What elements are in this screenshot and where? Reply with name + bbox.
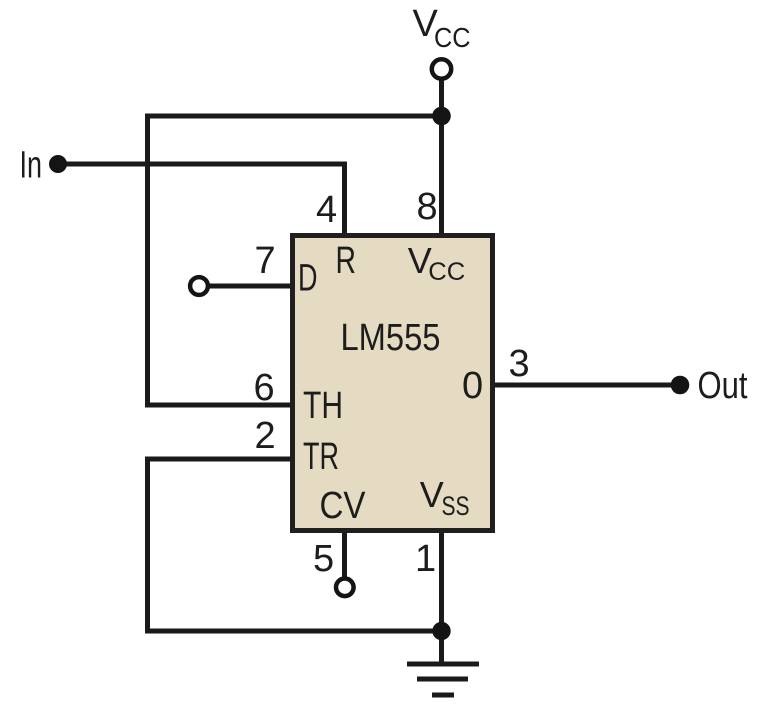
svg-text:V: V — [408, 240, 432, 281]
svg-text:TR: TR — [303, 436, 339, 478]
svg-text:V: V — [420, 474, 444, 515]
svg-text:SS: SS — [442, 491, 470, 521]
svg-text:R: R — [336, 240, 357, 282]
svg-text:7: 7 — [255, 240, 276, 282]
svg-text:TH: TH — [303, 385, 343, 427]
svg-text:CC: CC — [434, 22, 471, 53]
svg-text:4: 4 — [316, 189, 337, 231]
svg-text:D: D — [298, 258, 318, 300]
svg-text:V: V — [413, 3, 439, 45]
svg-text:In: In — [20, 145, 43, 187]
svg-text:LM555: LM555 — [341, 317, 441, 359]
svg-text:8: 8 — [417, 186, 438, 228]
svg-text:2: 2 — [255, 415, 276, 457]
svg-text:6: 6 — [254, 367, 275, 409]
svg-text:1: 1 — [415, 538, 436, 580]
svg-text:5: 5 — [313, 538, 334, 580]
svg-text:Out: Out — [698, 365, 748, 407]
svg-text:3: 3 — [509, 343, 530, 385]
svg-text:0: 0 — [462, 365, 483, 407]
svg-text:CV: CV — [320, 485, 367, 527]
svg-text:CC: CC — [428, 258, 465, 286]
